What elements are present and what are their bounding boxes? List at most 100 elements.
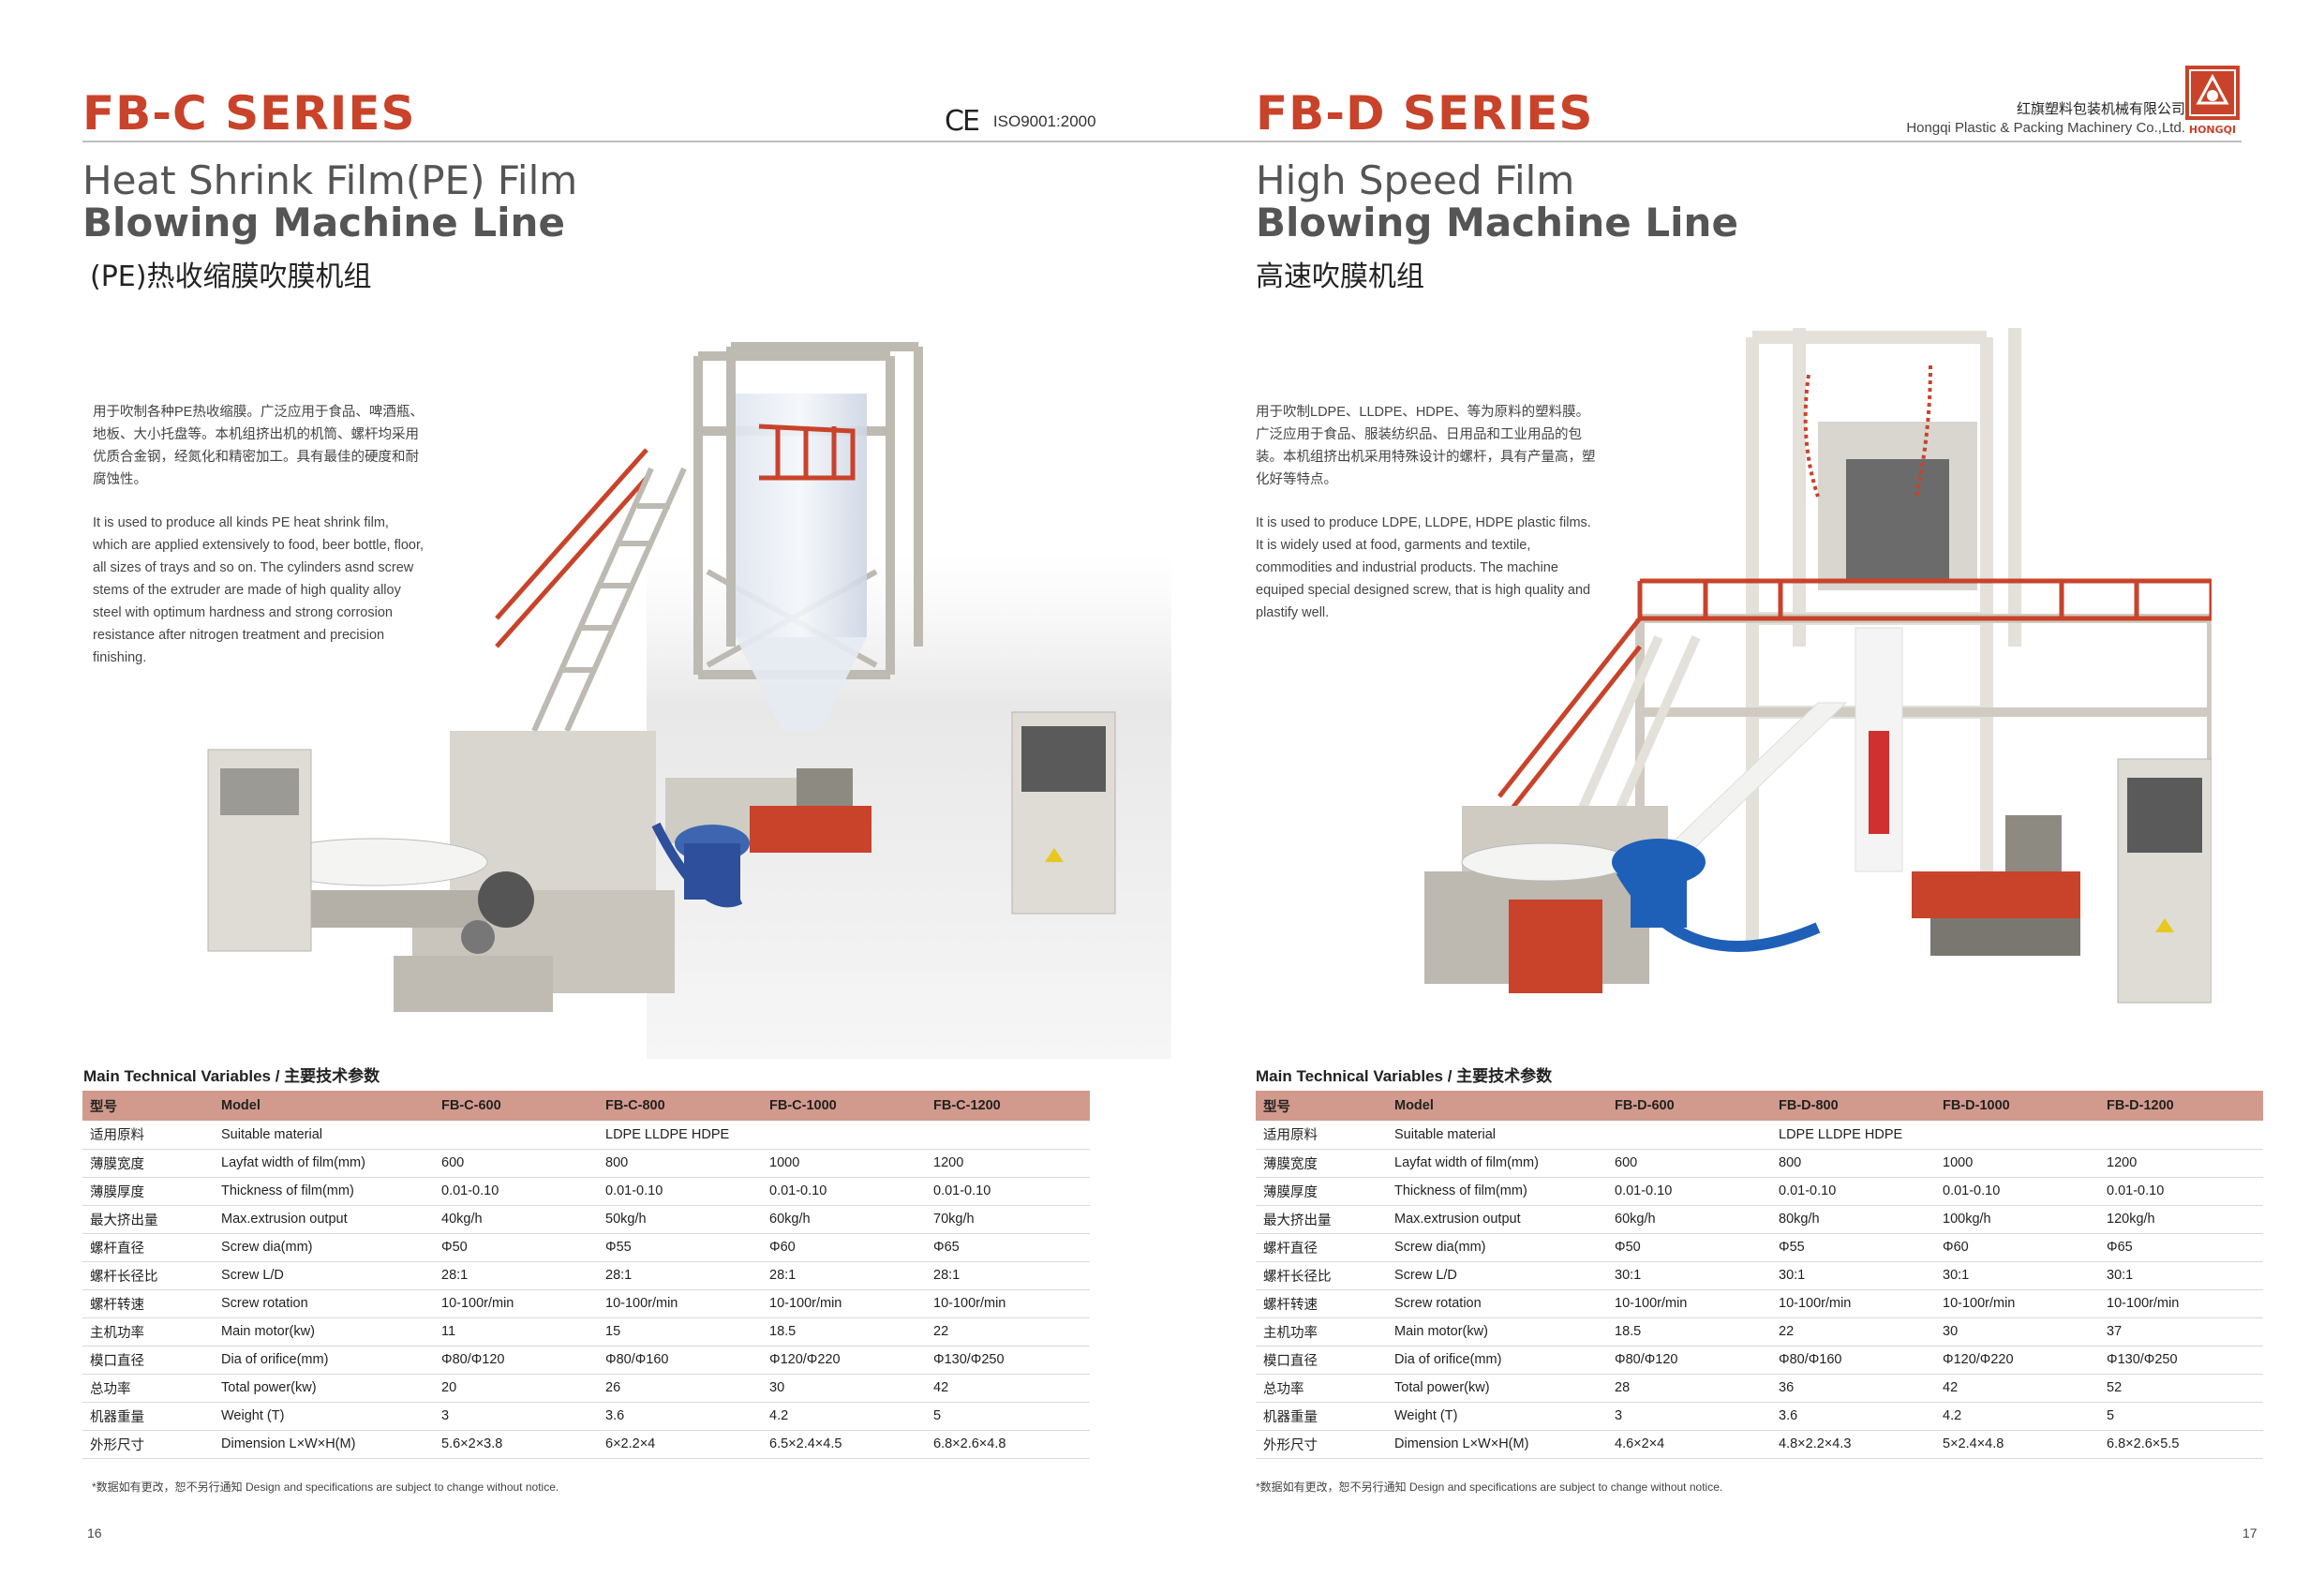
spec-table: 型号 Model FB-C-600 FB-C-800 FB-C-1000 FB-… [82, 1091, 1090, 1459]
column-header: FB-C-800 [598, 1091, 762, 1121]
table-cell: Screw rotation [214, 1289, 434, 1318]
table-cell: 4.8×2.2×4.3 [1771, 1430, 1935, 1459]
table-cell: Φ55 [598, 1233, 762, 1262]
table-cell: 适用原料 [82, 1121, 214, 1150]
table-cell: Φ120/Φ220 [762, 1346, 926, 1375]
table-cell: 1200 [2099, 1149, 2263, 1178]
table-cell: 60kg/h [762, 1205, 926, 1234]
table-cell: Screw L/D [1387, 1261, 1607, 1290]
table-cell: Layfat width of film(mm) [1387, 1149, 1607, 1178]
table-cell: 28:1 [434, 1261, 598, 1290]
table-cell: Dimension L×W×H(M) [1387, 1430, 1607, 1459]
table-cell: 螺杆转速 [1256, 1289, 1387, 1318]
table-cell: 1000 [1935, 1149, 2099, 1178]
table-cell: 4.2 [1935, 1402, 2099, 1431]
hongqi-logo-icon: HONGQI [2185, 66, 2240, 136]
machine-photo [1424, 328, 2212, 1004]
table-cell: 6.5×2.4×4.5 [762, 1430, 926, 1459]
table-cell: LDPE LLDPE HDPE [1771, 1121, 2263, 1150]
column-header: 型号 [1256, 1091, 1387, 1121]
table-cell: Screw dia(mm) [1387, 1233, 1607, 1262]
table-cell: Φ80/Φ160 [1771, 1346, 1935, 1375]
spec-table: 型号 Model FB-D-600 FB-D-800 FB-D-1000 FB-… [1256, 1091, 2263, 1459]
table-cell: 80kg/h [1771, 1205, 1935, 1234]
table-cell: 最大挤出量 [1256, 1205, 1387, 1234]
product-description: 用于吹制各种PE热收缩膜。广泛应用于食品、啤酒瓶、地板、大小托盘等。本机组挤出机… [93, 401, 425, 690]
table-cell: Weight (T) [1387, 1402, 1607, 1431]
tech-table-title: Main Technical Variables / 主要技术参数 [1256, 1067, 1553, 1085]
table-cell: 总功率 [1256, 1374, 1387, 1403]
product-title-line1: High Speed Film [1256, 157, 1575, 203]
table-cell: 20 [434, 1374, 598, 1403]
table-cell: 100kg/h [1935, 1205, 2099, 1234]
table-cell: 30 [762, 1374, 926, 1403]
table-cell: LDPE LLDPE HDPE [598, 1121, 1090, 1150]
right-page: FB-D SERIES 红旗塑料包装机械有限公司 Hongqi Plastic … [1162, 0, 2324, 1577]
table-cell: 70kg/h [926, 1205, 1090, 1234]
table-cell: Suitable material [214, 1121, 434, 1150]
table-cell: Max.extrusion output [214, 1205, 434, 1234]
table-cell: 40kg/h [434, 1205, 598, 1234]
table-cell: 5×2.4×4.8 [1935, 1430, 2099, 1459]
left-page: FB-C SERIES CE ISO9001:2000 Heat Shrink … [82, 86, 1171, 1540]
table-cell: 1200 [926, 1149, 1090, 1178]
table-cell: 22 [1771, 1317, 1935, 1346]
table-cell: Dimension L×W×H(M) [214, 1430, 434, 1459]
table-cell: 60kg/h [1607, 1205, 1771, 1234]
table-cell: 50kg/h [598, 1205, 762, 1234]
table-cell: 42 [926, 1374, 1090, 1403]
table-cell: 10-100r/min [1607, 1289, 1771, 1318]
table-cell: Total power(kw) [214, 1374, 434, 1403]
table-cell: 1000 [762, 1149, 926, 1178]
table-cell: 600 [1607, 1149, 1771, 1178]
table-cell: 600 [434, 1149, 598, 1178]
table-cell: 120kg/h [2099, 1205, 2263, 1234]
table-cell: 3 [1607, 1402, 1771, 1431]
table-cell: 4.6×2×4 [1607, 1430, 1771, 1459]
table-cell: 外形尺寸 [1256, 1430, 1387, 1459]
table-cell: 6.8×2.6×4.8 [926, 1430, 1090, 1459]
product-title-cn: (PE)热收缩膜吹膜机组 [90, 260, 372, 293]
table-cell: Dia of orifice(mm) [214, 1346, 434, 1375]
series-title: FB-C SERIES [82, 86, 416, 141]
table-cell: Φ50 [1607, 1233, 1771, 1262]
footnote: *数据如有更改，恕不另行通知 Design and specifications… [1256, 1480, 1723, 1494]
table-cell: 主机功率 [82, 1317, 214, 1346]
table-cell: 薄膜宽度 [82, 1149, 214, 1178]
column-header: 型号 [82, 1091, 214, 1121]
product-title-line1: Heat Shrink Film(PE) Film [82, 157, 578, 203]
table-cell: 机器重量 [1256, 1402, 1387, 1431]
table-cell: 28:1 [598, 1261, 762, 1290]
table-cell: 螺杆直径 [82, 1233, 214, 1262]
table-cell: 10-100r/min [434, 1289, 598, 1318]
company-name: 红旗塑料包装机械有限公司 Hongqi Plastic & Packing Ma… [1906, 98, 2185, 136]
table-cell: Total power(kw) [1387, 1374, 1607, 1403]
table-cell: 18.5 [1607, 1317, 1771, 1346]
table-cell: Suitable material [1387, 1121, 1607, 1150]
table-cell: Thickness of film(mm) [214, 1177, 434, 1206]
footnote: *数据如有更改，恕不另行通知 Design and specifications… [92, 1480, 559, 1494]
table-cell: 10-100r/min [926, 1289, 1090, 1318]
product-title-line2: Blowing Machine Line [82, 200, 565, 245]
table-cell: Φ60 [1935, 1233, 2099, 1262]
table-cell: 22 [926, 1317, 1090, 1346]
table-cell: 10-100r/min [762, 1289, 926, 1318]
table-cell: Max.extrusion output [1387, 1205, 1607, 1234]
company-name-cn: 红旗塑料包装机械有限公司 [2016, 101, 2185, 117]
header-divider [1162, 141, 2242, 142]
table-cell: Φ120/Φ220 [1935, 1346, 2099, 1375]
table-cell: 30 [1935, 1317, 2099, 1346]
description-cn: 用于吹制各种PE热收缩膜。广泛应用于食品、啤酒瓶、地板、大小托盘等。本机组挤出机… [93, 405, 424, 487]
table-cell: 26 [598, 1374, 762, 1403]
description-cn: 用于吹制LDPE、LLDPE、HDPE、等为原料的塑料膜。广泛应用于食品、服装纺… [1256, 405, 1596, 487]
